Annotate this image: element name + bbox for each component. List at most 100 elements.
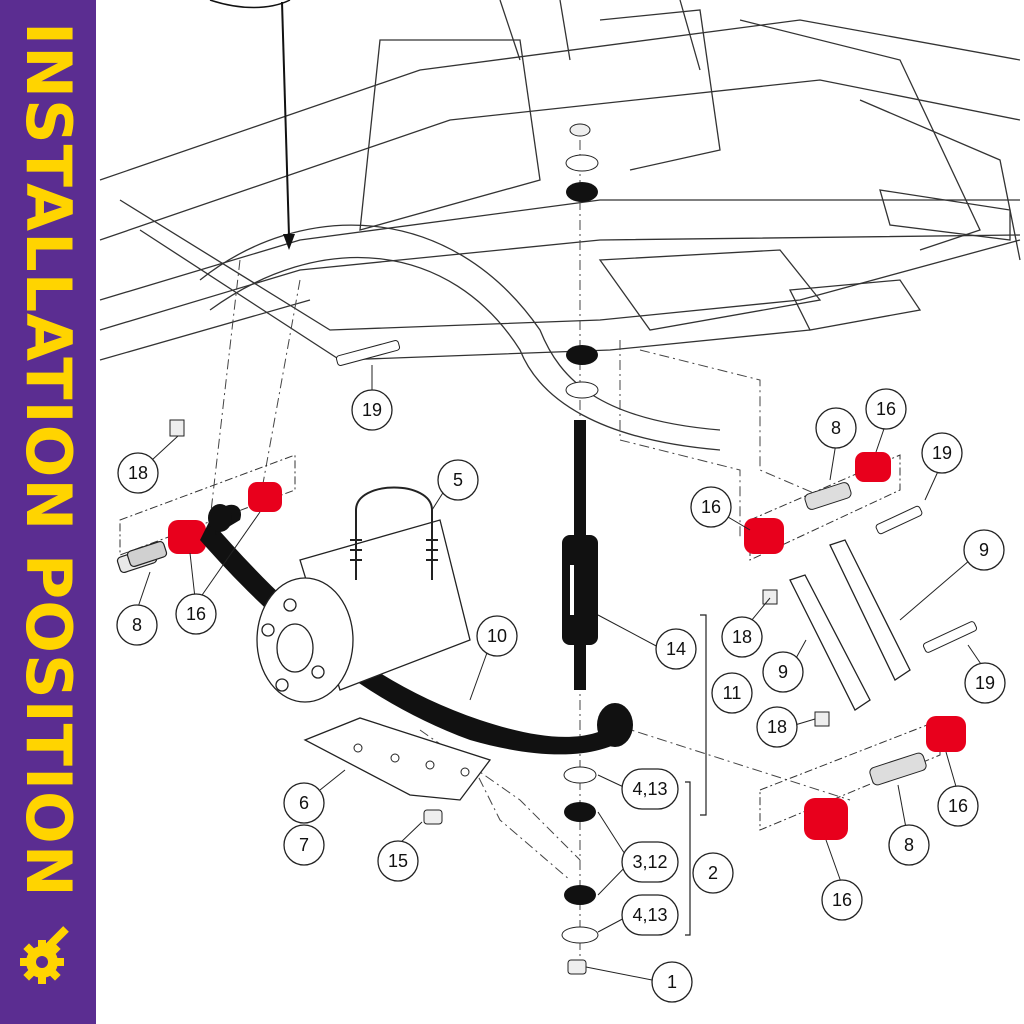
callout-bubble <box>283 824 325 866</box>
callout-number: 19 <box>932 443 952 463</box>
callout-c8a: 8 <box>116 604 158 646</box>
callout-c2: 2 <box>692 852 734 894</box>
callout-number: 8 <box>904 835 914 855</box>
callout-number: 16 <box>876 399 896 419</box>
top-leader-arrow <box>209 0 295 250</box>
bushing-highlight <box>248 482 282 512</box>
callout-number: 5 <box>453 470 463 490</box>
callout-c19c: 19 <box>964 662 1006 704</box>
callout-bubble <box>283 782 325 824</box>
callout-number: 9 <box>778 662 788 682</box>
bushing-highlight <box>855 452 891 482</box>
shock-absorber <box>561 123 599 975</box>
callout-bubble <box>888 824 930 866</box>
axle-hub <box>256 519 471 703</box>
callout-c16e: 16 <box>821 879 863 921</box>
callout-c18a: 18 <box>117 452 159 494</box>
callout-number: 18 <box>732 627 752 647</box>
spring-plate <box>303 717 492 825</box>
bushing-highlight <box>744 518 784 554</box>
callout-c9b: 9 <box>762 651 804 693</box>
callout-c19a: 19 <box>351 389 393 431</box>
callout-bubble <box>117 452 159 494</box>
callout-number: 1 <box>667 972 677 992</box>
callout-bubble <box>865 388 907 430</box>
callout-bubble <box>756 706 798 748</box>
sidebar-banner: INSTALLATION POSITION <box>0 0 96 1024</box>
callout-number: 11 <box>723 683 742 703</box>
callout-c8b: 8 <box>815 407 857 449</box>
callout-bubble <box>621 841 679 883</box>
callout-bubble <box>921 432 963 474</box>
group-brackets <box>685 614 707 936</box>
front-hanger-group <box>116 419 296 574</box>
callout-number: 8 <box>831 418 841 438</box>
gear-wrench-icon <box>20 926 69 984</box>
callout-bubble <box>175 593 217 635</box>
callout-number: 4,13 <box>632 905 667 925</box>
banner-title: INSTALLATION POSITION <box>12 22 85 898</box>
callout-number: 8 <box>132 615 142 635</box>
callout-bubble <box>476 615 518 657</box>
callout-bubble <box>721 616 763 658</box>
callout-c16d: 16 <box>937 785 979 827</box>
callout-bubble <box>621 894 679 936</box>
callout-c7: 7 <box>283 824 325 866</box>
bushing-highlight <box>926 716 966 752</box>
callout-number: 18 <box>767 717 787 737</box>
callout-bubble <box>692 852 734 894</box>
callout-number: 4,13 <box>632 779 667 799</box>
callout-c11: 11 <box>711 672 753 714</box>
callout-number: 2 <box>708 863 718 883</box>
callout-number: 19 <box>975 673 995 693</box>
callout-c413b: 4,13 <box>621 894 679 936</box>
callout-c18c: 18 <box>756 706 798 748</box>
callout-c18b: 18 <box>721 616 763 658</box>
callout-number: 16 <box>186 604 206 624</box>
callout-bubble <box>964 662 1006 704</box>
bushing-highlight <box>168 520 206 554</box>
callout-c413a: 4,13 <box>621 768 679 810</box>
callout-c16c: 16 <box>865 388 907 430</box>
callout-bubble <box>690 486 732 528</box>
callout-number: 16 <box>701 497 721 517</box>
callout-c9a: 9 <box>963 529 1005 571</box>
callout-number: 9 <box>979 540 989 560</box>
callout-bubble <box>651 961 693 1003</box>
callout-bubble <box>377 840 419 882</box>
callout-c16b: 16 <box>690 486 732 528</box>
callout-bubble <box>621 768 679 810</box>
callout-bubble <box>815 407 857 449</box>
leaf-spring <box>200 504 633 755</box>
callout-c19b: 19 <box>921 432 963 474</box>
callout-c15: 15 <box>377 840 419 882</box>
callout-number: 7 <box>299 835 309 855</box>
callout-bubble <box>963 529 1005 571</box>
callout-number: 16 <box>948 796 968 816</box>
callout-c6: 6 <box>283 782 325 824</box>
callout-c16a: 16 <box>175 593 217 635</box>
callout-c1: 1 <box>651 961 693 1003</box>
callout-bubble <box>937 785 979 827</box>
callout-number: 16 <box>832 890 852 910</box>
callout-c312: 3,12 <box>621 841 679 883</box>
callout-number: 15 <box>388 851 408 871</box>
callout-number: 3,12 <box>632 852 667 872</box>
callout-bubble <box>437 459 479 501</box>
callout-c8c: 8 <box>888 824 930 866</box>
callout-bubble <box>711 672 753 714</box>
callout-c5: 5 <box>437 459 479 501</box>
callout-c14: 14 <box>655 628 697 670</box>
bushing-highlight <box>804 798 848 840</box>
callout-number: 6 <box>299 793 309 813</box>
exploded-suspension-diagram: 191858161681619910141118919184,1367153,1… <box>99 0 1021 1003</box>
callout-number: 10 <box>487 626 507 646</box>
callout-number: 14 <box>666 639 686 659</box>
vehicle-frame-outline <box>99 0 1021 451</box>
callout-bubble <box>655 628 697 670</box>
callout-bubble <box>821 879 863 921</box>
callout-number: 19 <box>362 400 382 420</box>
callout-bubble <box>762 651 804 693</box>
shackle-group <box>335 340 978 840</box>
